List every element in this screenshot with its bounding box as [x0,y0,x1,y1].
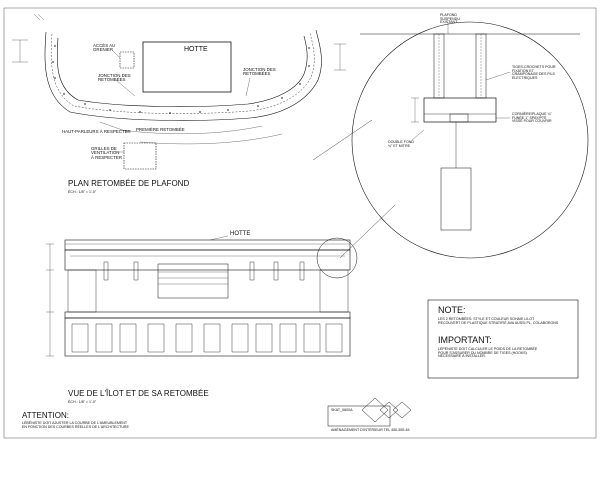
junction-label-right: JONCTION DES RETOMBÉES [243,67,276,77]
hood-rect-plan [142,41,232,93]
detail-cleat-label: CORNIÈRE/PLAQUE ¼" FUNÉE 1" SPAY/PTÉ VIS… [512,112,552,124]
logo-diamond [361,397,389,423]
detail-connector-bottom [339,204,396,259]
left-column [67,269,97,313]
elevation-view [46,235,351,357]
elevation-title: VUE DE L'ÎLOT ET DE SA RETOMBÉE [68,389,209,398]
attic-access [119,51,135,69]
attention-title: ATTENTION: [22,411,69,420]
junction-label-left: JONCTION DES RETOMBÉES [98,73,131,83]
detail-hanger-label: TIGES-CROCHETS POUR FIXATION ET CRAMPONA… [512,65,556,80]
attention-text: LÉBÉNISTE DOIT AJUSTER LA COURBE DE L'AM… [22,421,129,429]
sheet-border [3,7,597,439]
detail-connector-top [312,119,373,161]
ventilation-grille-label: GRILLES DE VENTILATION À RESPECTER [91,146,122,160]
plan-title: PLAN RETOMBÉE DE PLAFOND [68,179,190,188]
bulkhead-section [423,97,497,123]
note-title: NOTE: [438,305,466,315]
ventilation-grille [123,142,157,170]
right-column [319,269,349,313]
speakers-label: HAUT-PARLEURS À RESPECTER [62,129,131,134]
ceiling-plan-view [12,13,346,170]
plan-hood-label: HOTTE [184,46,208,53]
light-dots [52,45,311,114]
detail-circle [351,21,589,259]
pendant-light [440,167,472,231]
important-title: IMPORTANT: [438,335,492,345]
detail-callout [312,21,589,279]
plan-scale: ÉCH.: 1/8" = 1'-0" [68,190,97,194]
title-block [327,397,412,427]
elevation-hood [157,263,229,299]
bulkhead-dashed-line [51,32,315,114]
island-base [64,317,351,357]
elevation-hood-label: HOTTE [230,231,251,237]
pendant-lights [103,261,305,281]
detail-backing-label: DOUBLE FOND ¾" ET MITRE [388,140,414,148]
first-bulkhead-label: PREMIÈRE RETOMBÉE [136,127,185,132]
titleblock-text: AMÉNAGEMENT D'INTÉRIEUR TEL 450-555-45 [331,428,410,432]
elevation-ceiling-band [64,239,351,251]
island-doors [71,323,343,353]
bulkhead-inner-edge [56,35,308,107]
island-top [64,311,351,319]
attic-access-label: ACCÈS AU GRENIER [93,43,116,53]
bulkhead-outer-edge [44,29,322,121]
elevation-scale: ÉCH.: 1/8" = 1'-0" [68,400,97,404]
important-text: LÉPÉNISTE DOIT CALCULER LE POIDS DE LA R… [438,347,538,359]
cleat-block [449,113,469,123]
note-text: LES 2 RETOMBÉES: STYLE ET COULEUR SOHAIE… [438,317,559,325]
detail-mark-circle [316,237,358,279]
titleblock-label: SKAT_0600A [331,408,353,412]
elevation-bulkhead [64,249,351,271]
detail-ceiling-label: PLAFOND SUSPENDU EXISTANT [440,13,460,25]
note-box [427,299,579,379]
